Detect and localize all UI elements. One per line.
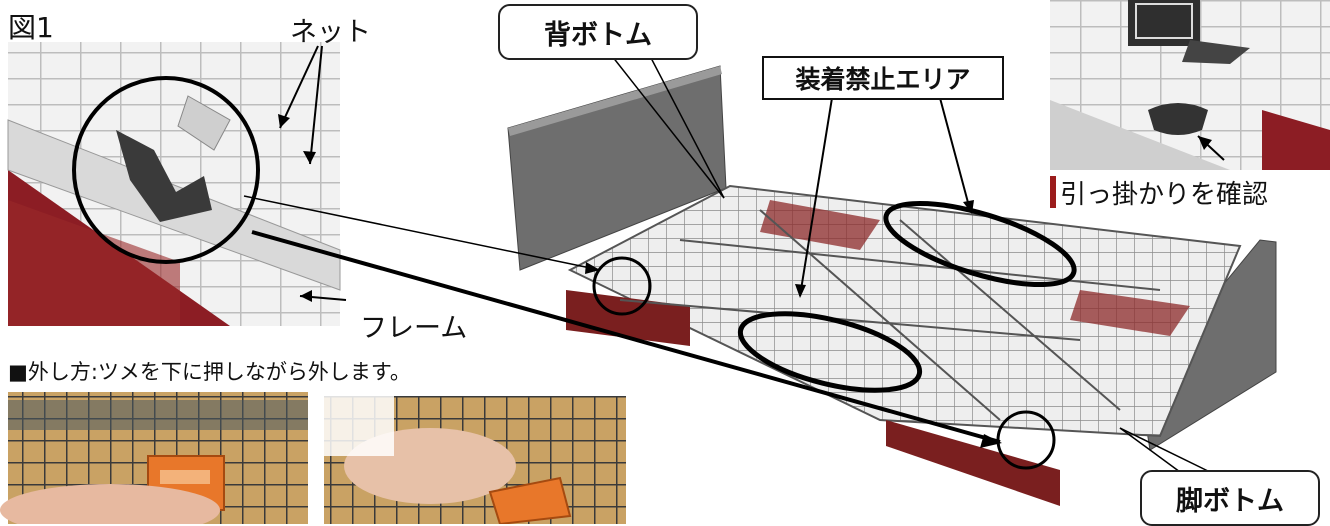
frame-label: フレーム	[360, 313, 468, 344]
hook-tab	[1148, 103, 1208, 135]
detail-closeup-image	[7, 42, 341, 326]
orange-clip-2	[488, 476, 572, 524]
net-pointer-2	[309, 45, 323, 165]
clip-part-top	[1128, 0, 1200, 46]
figure-title: 図1	[8, 11, 54, 44]
removal-photo-1	[0, 392, 308, 524]
removal-instruction: ■外し方:ツメを下に押しながら外します。	[8, 360, 411, 384]
connector-line-2	[251, 230, 1001, 444]
bed-illustration	[507, 65, 1277, 506]
net-pointer-1	[279, 45, 319, 129]
hand-1	[0, 484, 220, 524]
back-bottom-pointer-1	[611, 55, 725, 199]
clip-circle-left	[592, 256, 652, 316]
forbidden-ellipse-2	[737, 311, 923, 393]
removal-photo-2	[324, 396, 626, 524]
foot-bottom-pointer-1	[1119, 427, 1181, 473]
net-label: ネット	[290, 17, 371, 48]
hook-detail-image	[1050, 0, 1330, 170]
connector-line-1	[243, 195, 601, 271]
forbidden-pointer-2	[939, 97, 971, 211]
forbidden-pointer-1	[799, 97, 833, 297]
forbidden-ellipse-1	[883, 200, 1077, 288]
back-bottom-callout: 背ボトム	[498, 4, 698, 60]
foot-bottom-callout: 脚ボトム	[1140, 470, 1320, 526]
clip-part	[116, 130, 212, 222]
foot-bottom-pointer-2	[1119, 427, 1211, 473]
back-bottom-pointer-2	[649, 55, 725, 199]
side-panel-right	[886, 420, 1060, 506]
detail-circle	[72, 76, 260, 264]
confirm-marker	[1050, 176, 1056, 208]
confirm-hook-label: 引っ掛かりを確認	[1060, 180, 1269, 210]
forbidden-area-label: 装着禁止エリア	[762, 56, 1004, 100]
